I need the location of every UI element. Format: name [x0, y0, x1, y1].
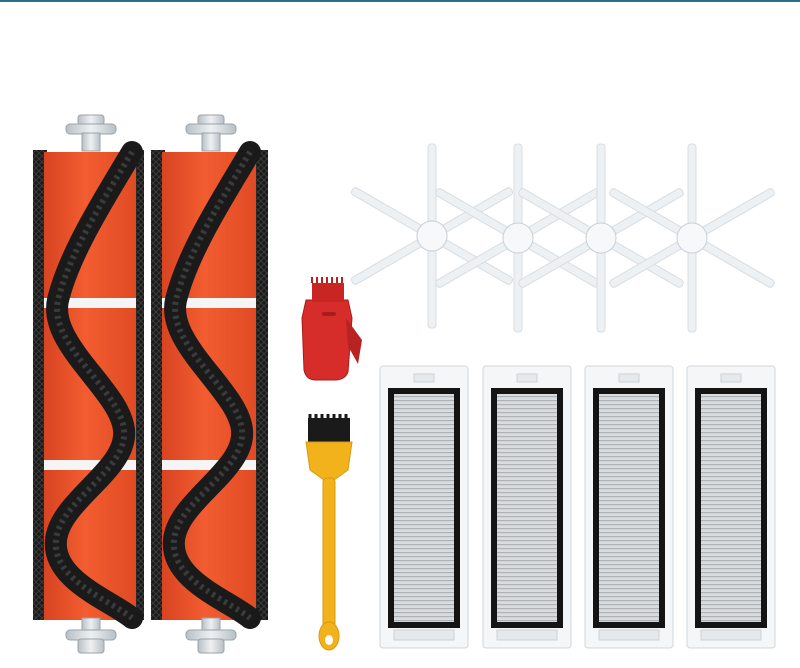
main-roller-brush-1 — [33, 114, 144, 654]
hepa-filter-4 — [686, 365, 776, 649]
side-brush-3 — [518, 143, 684, 333]
top-accent-line — [0, 0, 800, 2]
hepa-filter-3 — [584, 365, 674, 649]
side-brushes — [350, 143, 775, 333]
hepa-filter-1 — [379, 365, 469, 649]
hepa-filter-2 — [482, 365, 572, 649]
side-brush-1 — [350, 143, 514, 329]
side-brush-4 — [609, 143, 775, 333]
main-roller-brush-2 — [151, 114, 268, 654]
cleaning-brush-tool — [305, 414, 353, 651]
side-brush-2 — [435, 143, 601, 333]
hair-cutter-tool — [301, 277, 362, 381]
